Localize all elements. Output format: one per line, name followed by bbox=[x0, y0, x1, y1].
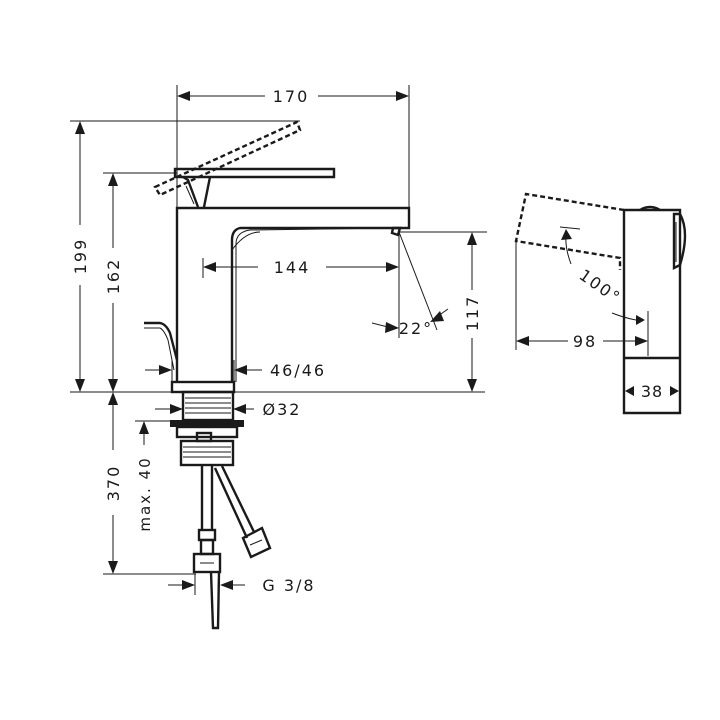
dim-connection: G 3/8 bbox=[168, 574, 315, 595]
dim-32-label: Ø32 bbox=[263, 400, 302, 419]
dim-370-label: 370 bbox=[104, 465, 123, 502]
dim-total-height: 199 bbox=[70, 120, 300, 392]
dim-spout-projection: 144 bbox=[202, 258, 399, 278]
dim-199-label: 199 bbox=[71, 238, 90, 275]
dim-thread-diameter: Ø32 bbox=[155, 400, 302, 419]
dim-base-size: 46/46 bbox=[145, 360, 326, 382]
dim-100deg-label: 100° bbox=[576, 265, 625, 307]
dim-38-label: 38 bbox=[641, 382, 663, 401]
dim-tail-length: 370 bbox=[103, 392, 196, 575]
dim-height-closed: 162 bbox=[103, 172, 177, 392]
threaded-shank bbox=[170, 390, 244, 467]
dim-spout-angle: 22° bbox=[371, 231, 449, 338]
dim-side-width: 38 bbox=[625, 382, 679, 401]
dim-max-countertop: max. 40 bbox=[135, 420, 170, 532]
dim-side-projection: 98 bbox=[515, 241, 648, 351]
lever-open-dashed bbox=[153, 120, 302, 197]
dim-117-label: 117 bbox=[463, 295, 482, 332]
dim-98-label: 98 bbox=[573, 332, 597, 351]
dim-170-label: 170 bbox=[273, 87, 310, 106]
dim-g38-label: G 3/8 bbox=[262, 576, 315, 595]
dim-spout-height: 117 bbox=[400, 231, 487, 392]
dim-46-46-label: 46/46 bbox=[270, 361, 326, 380]
dim-max40-label: max. 40 bbox=[136, 456, 154, 531]
dim-total-width: 170 bbox=[176, 85, 410, 208]
side-view bbox=[514, 192, 687, 415]
dim-144-label: 144 bbox=[274, 258, 311, 277]
supply-hoses bbox=[192, 465, 272, 630]
lever-closed bbox=[173, 167, 336, 208]
dim-22deg-label: 22° bbox=[399, 319, 433, 338]
dim-162-label: 162 bbox=[104, 258, 123, 295]
drain-rod bbox=[144, 321, 179, 371]
